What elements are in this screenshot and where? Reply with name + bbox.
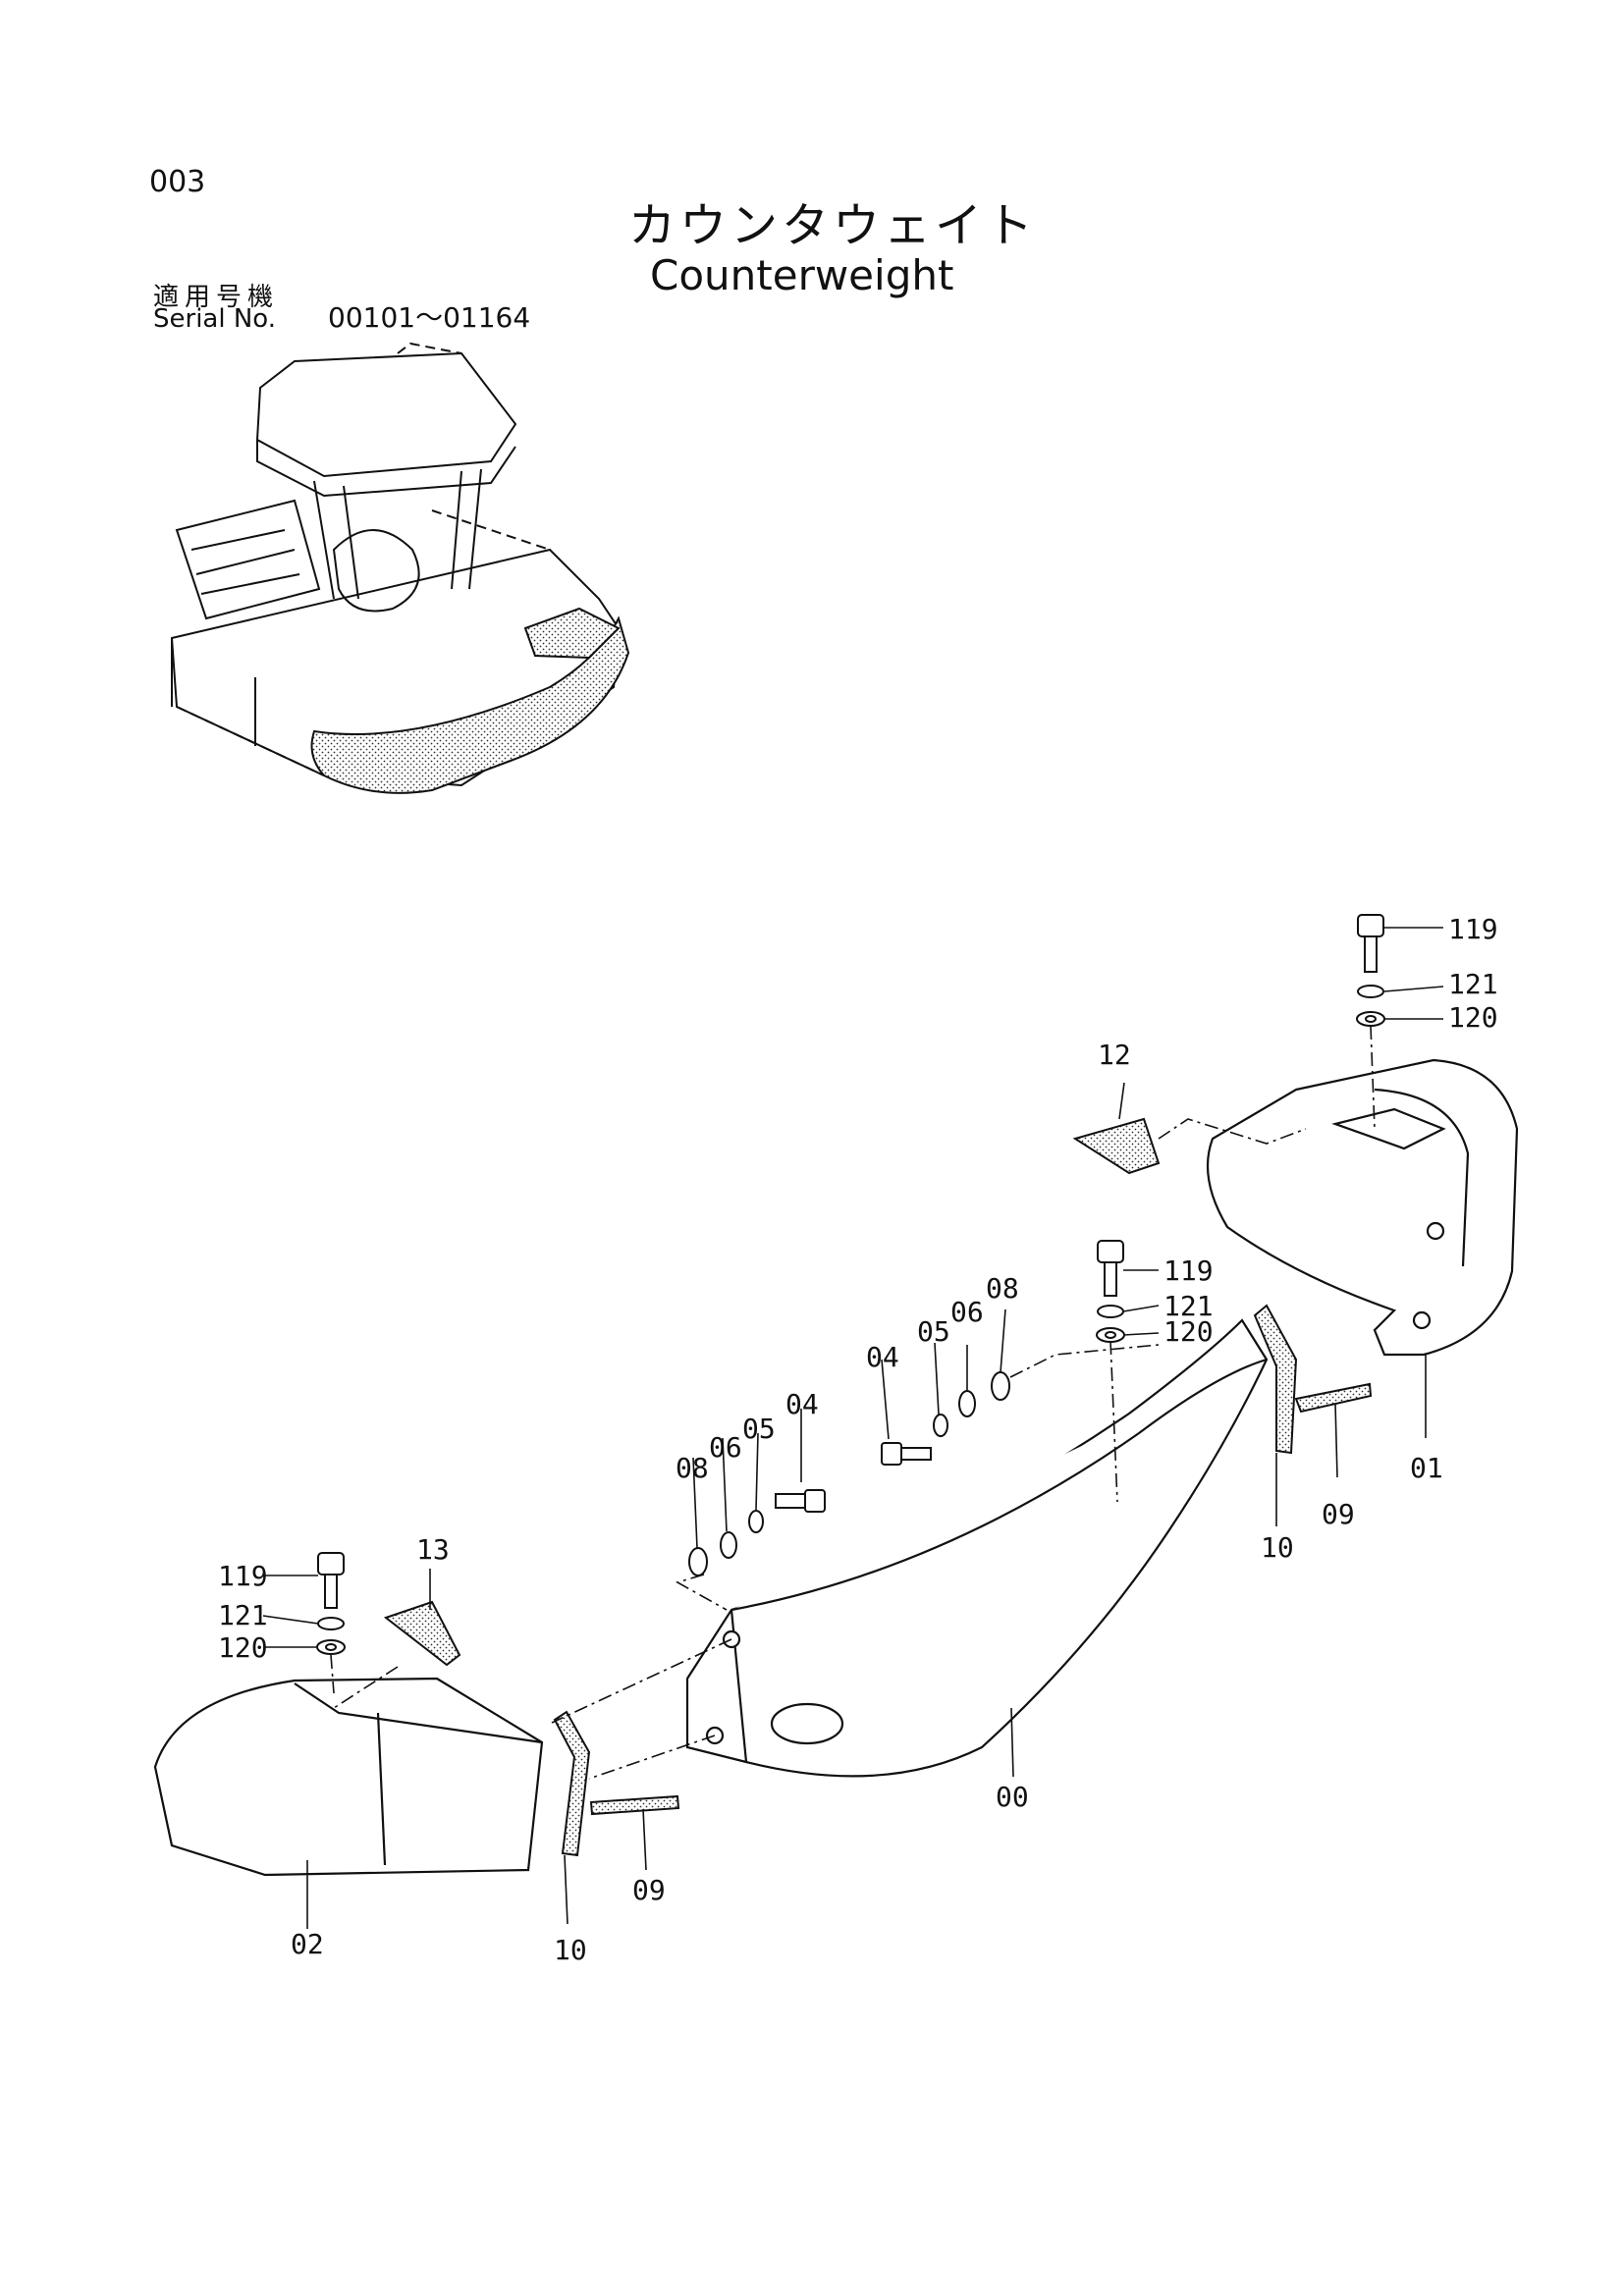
overview-counterweight-end xyxy=(523,607,621,660)
callout-120-top: 120 xyxy=(1448,1001,1498,1034)
callout-121-top: 121 xyxy=(1448,968,1498,1000)
title-japanese: カウンタウェイト xyxy=(628,198,1038,253)
callout-119-top: 119 xyxy=(1448,913,1498,945)
callout-09-left: 09 xyxy=(632,1874,666,1906)
wedge-12 xyxy=(1072,1117,1161,1175)
callout-10-right: 10 xyxy=(1261,1531,1294,1564)
callout-119-left: 119 xyxy=(218,1560,268,1592)
rubber-strip-09-right xyxy=(1294,1382,1373,1414)
callout-00: 00 xyxy=(996,1781,1029,1813)
callout-121-left: 121 xyxy=(218,1599,268,1631)
callout-01: 01 xyxy=(1410,1452,1443,1484)
wedge-13 xyxy=(383,1600,461,1667)
left-end-cover-02 xyxy=(153,1677,544,1877)
callout-12: 12 xyxy=(1098,1039,1131,1071)
fastener-set-top-right xyxy=(1356,914,1385,1027)
serial-label-english: Serial No. xyxy=(153,304,276,334)
callout-06-center: 06 xyxy=(950,1296,984,1328)
fastener-set-left xyxy=(316,1552,346,1655)
bolt-washer-stack-left xyxy=(688,1489,826,1576)
callout-120-left: 120 xyxy=(218,1631,268,1664)
serial-label-japanese: 適用号機 xyxy=(153,283,280,312)
callout-08-center: 08 xyxy=(986,1272,1019,1305)
overview-counterweight-highlight xyxy=(310,615,630,794)
title-english: Counterweight xyxy=(650,251,954,299)
callout-119-middle: 119 xyxy=(1163,1255,1214,1287)
rubber-strip-10-right xyxy=(1253,1304,1298,1455)
callout-120-middle: 120 xyxy=(1163,1315,1214,1348)
rubber-strip-09-left xyxy=(589,1794,680,1816)
callout-05-left: 05 xyxy=(742,1413,776,1445)
callout-121-middle: 121 xyxy=(1163,1290,1214,1322)
callout-leaders xyxy=(262,927,1444,1929)
callout-04-center: 04 xyxy=(866,1341,899,1373)
machine-overview-illustration xyxy=(170,342,621,787)
callout-04-left: 04 xyxy=(785,1388,819,1420)
rubber-strip-10-left xyxy=(553,1710,591,1857)
callout-13: 13 xyxy=(416,1533,450,1566)
assembly-leader-lines xyxy=(330,1025,1376,1780)
callout-09-right: 09 xyxy=(1322,1498,1355,1530)
serial-range: 00101～01164 xyxy=(328,301,531,334)
callout-05-center: 05 xyxy=(917,1315,950,1348)
bolt-washer-stack-center xyxy=(881,1371,1010,1466)
right-end-cover-01 xyxy=(1206,1058,1519,1357)
callout-10-left: 10 xyxy=(554,1934,587,1966)
page-number: 003 xyxy=(149,165,206,199)
callout-06-left: 06 xyxy=(709,1431,742,1464)
callout-labels: 119 121 120 12 01 119 121 120 08 06 05 0… xyxy=(218,913,1498,1966)
callout-08-left: 08 xyxy=(676,1452,709,1484)
fastener-set-middle xyxy=(1096,1240,1125,1343)
callout-02: 02 xyxy=(291,1928,324,1960)
main-counterweight-00 xyxy=(685,1318,1269,1778)
